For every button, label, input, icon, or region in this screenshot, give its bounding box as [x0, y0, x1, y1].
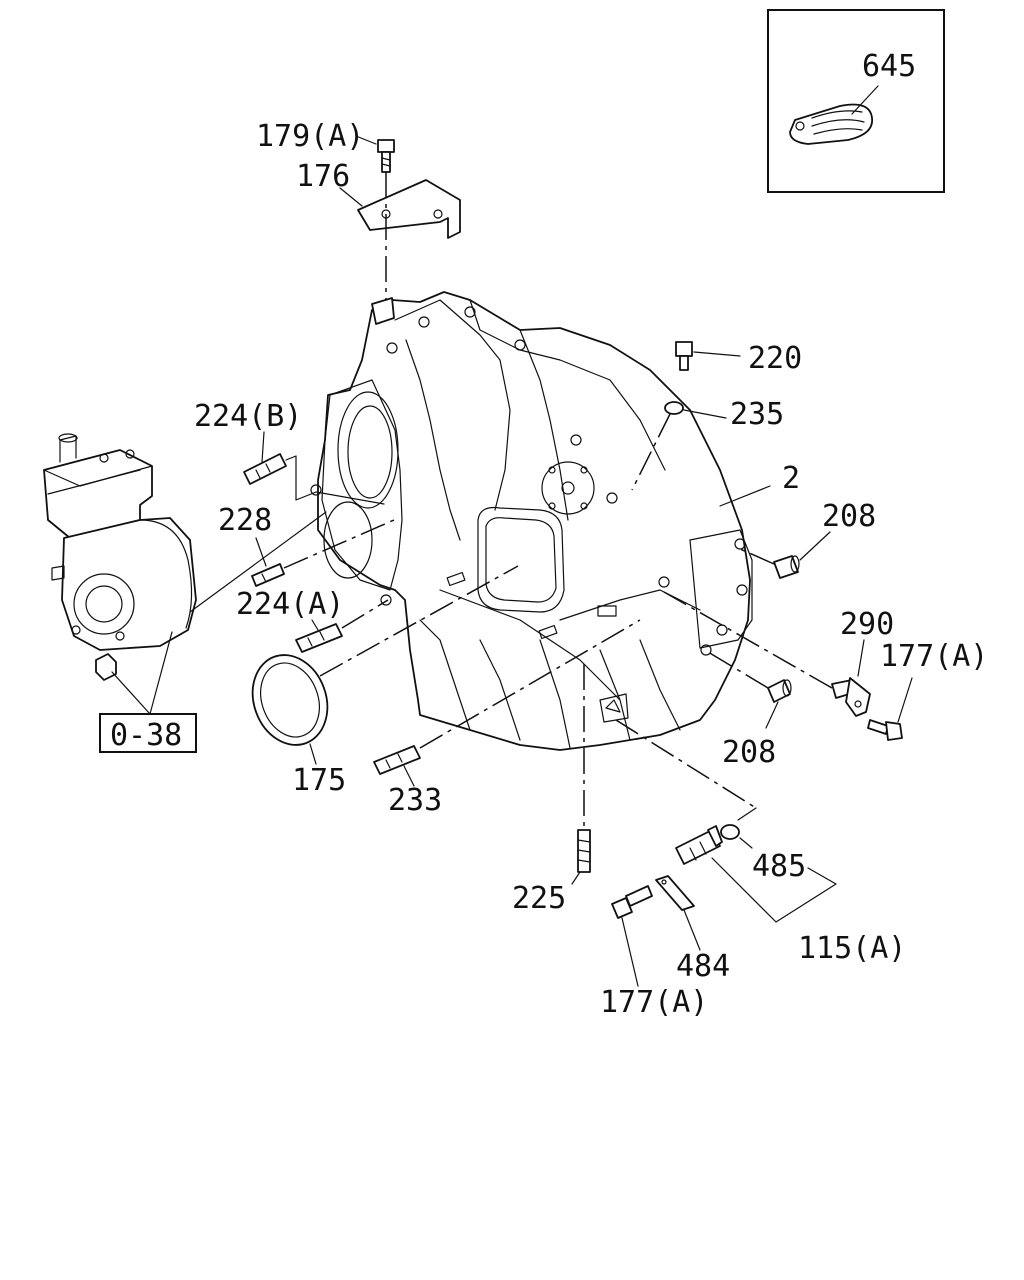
label-645: 645: [862, 49, 916, 84]
label-290: 290: [840, 607, 894, 642]
bolt-179a-icon: [377, 139, 395, 173]
leader-208a: [799, 531, 831, 561]
leader-224a: [311, 619, 319, 631]
bolt-177a-right-icon: [867, 719, 903, 741]
label-177a-lower: 177(A): [600, 985, 708, 1020]
air-compressor-icon: [43, 433, 197, 681]
leader-179a: [355, 135, 377, 145]
label-115a: 115(A): [798, 931, 906, 966]
clip-icon: [789, 103, 873, 145]
centerline-208a: [737, 547, 775, 565]
leader-233: [403, 765, 415, 787]
label-233: 233: [388, 783, 442, 818]
plate-484-icon: [655, 875, 695, 911]
leader-485: [739, 837, 753, 849]
leader-224b: [261, 431, 265, 463]
stud-233-icon: [373, 745, 421, 775]
label-224b: 224(B): [194, 399, 302, 434]
flywheel-housing-icon: [310, 291, 753, 751]
label-225: 225: [512, 881, 566, 916]
label-228: 228: [218, 503, 272, 538]
leader-176: [339, 187, 363, 207]
label-0-38: 0-38: [110, 718, 182, 753]
centerline-220: [631, 413, 671, 491]
leader-177a-lower: [621, 917, 639, 987]
label-175: 175: [292, 763, 346, 798]
centerline-228: [283, 519, 395, 569]
leader-235: [683, 409, 727, 419]
inset-detail-box: 645: [767, 9, 945, 193]
leader-177a-right: [897, 677, 913, 723]
stud-224a-icon: [295, 623, 343, 653]
leader-228: [255, 537, 267, 567]
label-2: 2: [782, 461, 800, 496]
centerline-233: [419, 619, 641, 749]
ref-box-0-38: [99, 713, 197, 753]
leader-sensor-bend: [737, 807, 757, 821]
bolt-220-icon: [675, 341, 693, 371]
centerline-290: [663, 591, 833, 689]
pin-290-icon: [831, 677, 871, 717]
label-220: 220: [748, 341, 802, 376]
stud-224b-icon: [243, 453, 287, 485]
leader-224b-hole: [285, 455, 385, 505]
label-485: 485: [752, 849, 806, 884]
washer-235-icon: [664, 401, 684, 415]
leader-2: [719, 485, 771, 507]
bolt-177a-lower-icon: [611, 885, 653, 919]
label-224a: 224(A): [236, 587, 344, 622]
o-ring-485-icon: [720, 824, 740, 840]
leader-175: [309, 743, 317, 765]
leader-220: [693, 351, 741, 357]
label-208a: 208: [822, 499, 876, 534]
label-179a: 179(A): [256, 119, 364, 154]
leader-645: [851, 85, 879, 115]
leader-compressor: [189, 511, 327, 613]
centerline-224a: [341, 599, 389, 629]
label-208b: 208: [722, 735, 776, 770]
leader-484: [683, 909, 701, 951]
centerline-175: [319, 565, 519, 677]
oil-seal-175-icon: [251, 654, 329, 746]
centerline-sensor: [615, 719, 757, 809]
label-176: 176: [296, 159, 350, 194]
centerline-208b: [707, 651, 769, 689]
speed-sensor-icon: [675, 825, 723, 865]
stud-225-icon: [577, 829, 591, 873]
stud-228-icon: [251, 563, 285, 587]
label-484: 484: [676, 949, 730, 984]
leader-115a: [711, 857, 837, 923]
leader-208b: [765, 701, 779, 729]
plug-208a-icon: [773, 555, 800, 579]
leader-225: [571, 871, 581, 885]
bracket-176-icon: [357, 179, 461, 239]
label-235: 235: [730, 397, 784, 432]
leader-290: [857, 639, 865, 677]
plug-208b-icon: [767, 679, 792, 703]
label-177a-right: 177(A): [880, 639, 988, 674]
